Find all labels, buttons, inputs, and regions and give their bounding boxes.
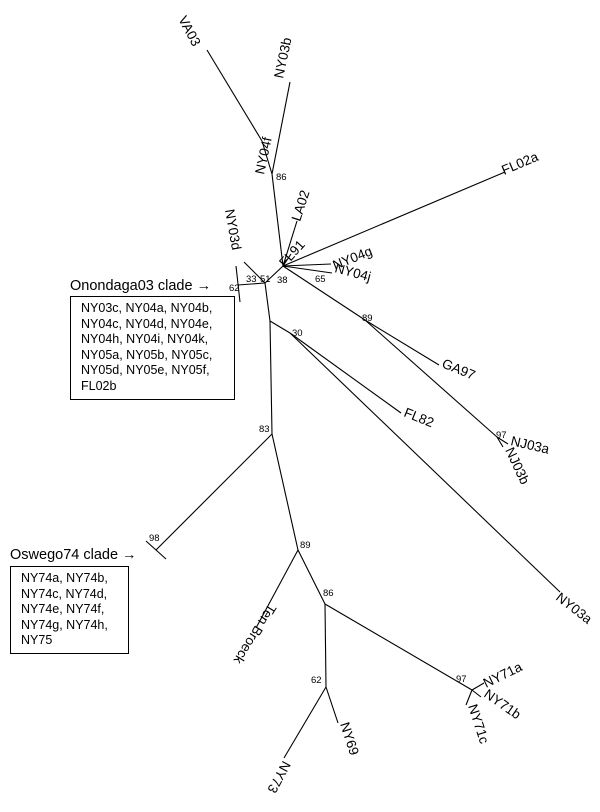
- branch-62low-stem: [324, 603, 327, 688]
- oswego-member-line: NY74c, NY74d,: [21, 586, 108, 601]
- branch-backbone-lower: [271, 433, 299, 551]
- branch-backbone-upper: [264, 282, 271, 322]
- branch-oswego: [155, 433, 273, 551]
- bootstrap-33: 33: [246, 274, 257, 285]
- branch-ny03b: [271, 81, 291, 175]
- tip-labels: VA03 NY03b NY04f FL02a NY03d LA02 FL91 N…: [175, 13, 595, 795]
- branch-ny04j: [282, 265, 333, 274]
- oswego-member-line: NY74e, NY74f,: [21, 602, 105, 616]
- bootstrap-values: 86 62 33 51 38 65 89 30 97 83 98 89 86 6…: [149, 172, 507, 686]
- oswego-clade-title: Oswego74 clade →: [10, 547, 137, 563]
- tip-label-ten-broeck: Ten Broeck: [231, 601, 280, 666]
- branch-backbone-mid: [269, 320, 273, 435]
- branch-onondaga-tick: [235, 265, 241, 303]
- tip-label-fl82: FL82: [402, 405, 436, 430]
- branch-97low-stem: [324, 603, 473, 691]
- onondaga-clade-title: Onondaga03 clade →: [70, 278, 211, 294]
- onondaga-member-line: FL02b: [81, 378, 117, 393]
- branch-ny04f: [261, 140, 273, 175]
- oswego-clade-box: NY74a, NY74b, NY74c, NY74d, NY74e, NY74f…: [10, 566, 129, 654]
- branch-ny71b: [471, 689, 482, 698]
- oswego-member-line: NY74g, NY74h,: [21, 617, 108, 632]
- branch-ny73: [283, 686, 327, 759]
- onondaga-clade-name: Onondaga03 clade: [70, 278, 193, 294]
- branch-fl82: [289, 332, 402, 414]
- tip-label-ny03b: NY03b: [271, 36, 294, 79]
- onondaga-member-line: NY05a, NY05b, NY05c,: [81, 347, 213, 362]
- tree-branches: [145, 49, 561, 759]
- branch-ny03d: [243, 261, 266, 284]
- branch-oswego-tick: [145, 540, 167, 560]
- branch-onondaga: [237, 282, 266, 286]
- bootstrap-86-upper: 86: [276, 172, 287, 183]
- bootstrap-62-onondaga: 62: [229, 283, 240, 294]
- bootstrap-97-lower: 97: [456, 674, 467, 685]
- tip-label-ny73: NY73: [264, 759, 293, 796]
- bootstrap-89-lower: 89: [300, 540, 311, 551]
- bootstrap-38: 38: [277, 275, 288, 286]
- branch-ny69: [325, 686, 339, 724]
- bootstrap-98: 98: [149, 533, 160, 544]
- branch-ny03a: [289, 332, 561, 593]
- bootstrap-51: 51: [260, 274, 271, 285]
- branch-nj03a: [496, 436, 509, 445]
- branch-30-stem: [269, 320, 291, 334]
- tip-label-ga97: GA97: [440, 356, 478, 383]
- tip-label-fl02a: FL02a: [499, 149, 541, 178]
- tip-label-ny69: NY69: [337, 720, 362, 757]
- branch-97top-stem: [364, 319, 498, 438]
- branch-ga97: [364, 319, 440, 366]
- branch-nj03b: [496, 436, 504, 448]
- branch-la02: [282, 220, 298, 267]
- branch-center-link: [264, 265, 284, 284]
- onondaga-member-line: NY04h, NY04i, NY04k,: [81, 332, 209, 346]
- tip-label-ny03d: NY03d: [222, 208, 244, 251]
- tip-label-ny71c: NY71c: [465, 702, 492, 745]
- branch-ny04g: [282, 263, 332, 267]
- bootstrap-83: 83: [259, 424, 270, 435]
- bootstrap-89-upper: 89: [362, 313, 373, 324]
- onondaga-clade-box: NY03c, NY04a, NY04b, NY04c, NY04d, NY04e…: [70, 296, 235, 400]
- branch-va03: [206, 49, 263, 142]
- tip-label-ny03a: NY03a: [553, 590, 595, 628]
- branch-86low-stem: [297, 549, 326, 605]
- branch-ny71c: [465, 689, 473, 706]
- branch-86-stem: [271, 173, 284, 267]
- bootstrap-62-lower: 62: [311, 675, 322, 686]
- branch-ten-broeck: [255, 549, 299, 629]
- onondaga-arrow-icon: →: [196, 278, 212, 294]
- tip-label-ny71b: NY71b: [481, 686, 523, 722]
- tip-label-ny71a: NY71a: [481, 659, 525, 691]
- onondaga-member-line: NY03c, NY04a, NY04b,: [81, 301, 213, 315]
- branch-fl02a: [282, 171, 506, 267]
- onondaga-member-line: NY04c, NY04d, NY04e,: [81, 316, 213, 331]
- bootstrap-97-upper: 97: [496, 430, 507, 441]
- oswego-member-line: NY74a, NY74b,: [21, 571, 108, 585]
- branch-ny71a: [471, 682, 485, 691]
- oswego-member-line: NY75: [21, 633, 53, 647]
- bootstrap-65: 65: [315, 274, 326, 285]
- onondaga-member-line: NY05d, NY05e, NY05f,: [81, 363, 210, 377]
- bootstrap-86-lower: 86: [323, 588, 334, 599]
- tip-label-la02: LA02: [289, 188, 313, 223]
- bootstrap-30: 30: [292, 328, 303, 339]
- tip-label-ny04f: NY04f: [252, 136, 275, 176]
- oswego-arrow-icon: →: [122, 547, 137, 563]
- branch-fl91: [282, 253, 292, 267]
- tip-label-va03: VA03: [175, 13, 203, 48]
- oswego-clade-name: Oswego74 clade: [10, 547, 119, 563]
- branch-89top-stem: [282, 265, 366, 321]
- tip-label-ny04j: NY04j: [333, 260, 372, 284]
